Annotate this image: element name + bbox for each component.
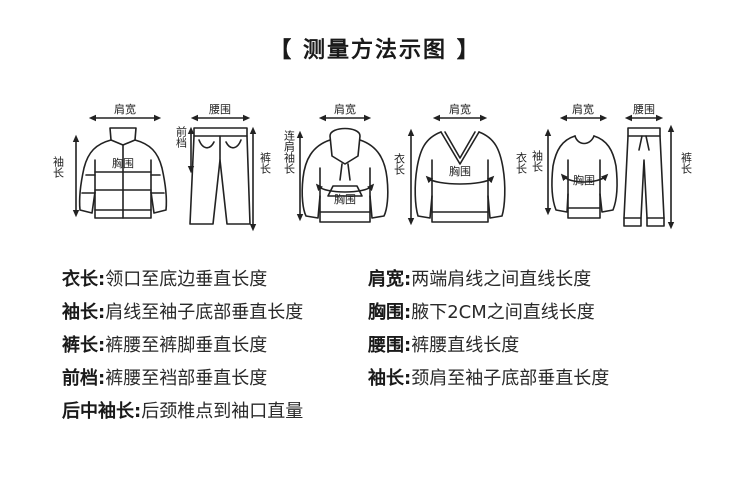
label-shoulder-1: 肩宽 <box>114 102 136 116</box>
trousers-illustration <box>187 114 257 232</box>
label-raglan-sleeve-3: 连肩袖长 <box>283 130 296 174</box>
label-pants-length-5: 裤长 <box>680 151 693 174</box>
definition-shoulder: 肩宽:两端肩线之间直线长度 <box>368 269 591 291</box>
page-title: 【 测量方法示图 】 <box>269 38 481 63</box>
definition-term: 袖长: <box>368 368 412 389</box>
illustration-labels: 肩宽 胸围 袖长 腰围 前档 裤长 肩宽 胸围 连肩袖长 衣长 肩宽 胸围 衣长… <box>52 102 693 206</box>
definition-clothes-length: 衣长:领口至底边垂直长度 <box>62 269 267 291</box>
definition-term: 后中袖长: <box>62 401 142 422</box>
definition-text: 后颈椎点到袖口直量 <box>141 401 304 422</box>
definition-text: 裤腰至裆部垂直长度 <box>105 368 268 389</box>
label-shoulder-5: 肩宽 <box>572 102 594 116</box>
label-clothes-length-4: 衣长 <box>515 151 528 174</box>
definition-sleeve-neck: 袖长:颈肩至袖子底部垂直长度 <box>368 368 609 390</box>
definition-text: 裤腰至裤脚垂直长度 <box>105 335 268 356</box>
definition-chest: 胸围:腋下2CM之间直线长度 <box>368 302 595 324</box>
label-chest-1: 胸围 <box>112 156 134 170</box>
definition-pants-length: 裤长:裤腰至裤脚垂直长度 <box>62 335 267 357</box>
label-shoulder-4: 肩宽 <box>449 102 471 116</box>
jacket-illustration <box>72 114 168 219</box>
definition-term: 胸围: <box>368 302 412 323</box>
definition-waist: 腰围:裤腰直线长度 <box>368 335 519 357</box>
hoodie-illustration <box>296 114 389 223</box>
sweatshirt-illustration <box>407 114 506 226</box>
definition-text: 腋下2CM之间直线长度 <box>411 302 595 323</box>
label-chest-3: 胸围 <box>334 192 356 206</box>
label-pants-length-2: 裤长 <box>259 151 272 174</box>
definition-text: 领口至底边垂直长度 <box>105 269 268 290</box>
definition-term: 衣长: <box>62 269 106 290</box>
definition-text: 两端肩线之间直线长度 <box>411 269 592 290</box>
measurement-illustrations <box>72 114 675 232</box>
label-crotch-2: 前档 <box>175 125 188 148</box>
label-shoulder-3: 肩宽 <box>334 102 356 116</box>
label-sleeve-5: 袖长 <box>531 149 544 172</box>
label-chest-5: 胸围 <box>573 173 595 187</box>
definition-crotch: 前档:裤腰至裆部垂直长度 <box>62 368 267 390</box>
definition-term: 袖长: <box>62 302 106 323</box>
label-chest-4: 胸围 <box>449 164 471 178</box>
definition-text: 裤腰直线长度 <box>411 335 520 356</box>
label-clothes-length-3: 衣长 <box>393 152 406 175</box>
definition-text: 肩线至袖子底部垂直长度 <box>105 302 304 323</box>
definition-sleeve: 袖长:肩线至袖子底部垂直长度 <box>62 302 303 324</box>
definition-back-sleeve: 后中袖长:后颈椎点到袖口直量 <box>62 401 303 423</box>
definition-term: 腰围: <box>368 335 412 356</box>
label-waist-5: 腰围 <box>633 103 655 116</box>
definition-term: 肩宽: <box>368 269 412 290</box>
label-waist-2: 腰围 <box>209 103 231 116</box>
tracksuit-illustration <box>544 114 675 230</box>
definition-term: 前档: <box>62 368 106 389</box>
definition-text: 颈肩至袖子底部垂直长度 <box>411 368 610 389</box>
definition-term: 裤长: <box>62 335 106 356</box>
label-sleeve-1: 袖长 <box>52 155 65 178</box>
